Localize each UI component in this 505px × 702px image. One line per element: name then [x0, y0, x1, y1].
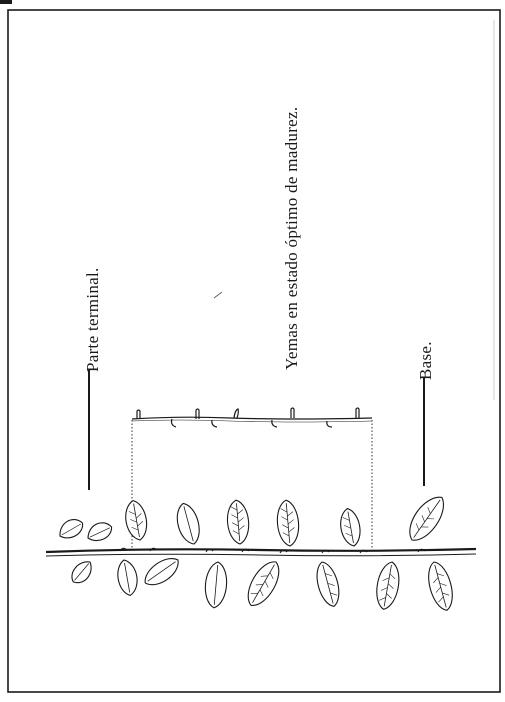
svg-text:Yemas en estado óptimo de madu: Yemas en estado óptimo de madurez. [282, 107, 301, 370]
leaf [313, 559, 344, 608]
leaf [241, 556, 285, 611]
leaves-upper [56, 491, 452, 548]
label-base: Base. [416, 341, 435, 380]
leaf [173, 501, 203, 547]
leader-lines [89, 370, 424, 490]
label-buds: Yemas en estado óptimo de madurez. [282, 107, 301, 370]
leaf [140, 553, 184, 591]
bud [356, 408, 359, 418]
stray-mark [214, 292, 222, 298]
leaf [204, 561, 229, 609]
bud [291, 408, 294, 418]
bud [212, 420, 217, 427]
bud [272, 420, 277, 427]
detached-branch-buds [132, 408, 372, 427]
leaf [84, 519, 115, 545]
leaf [226, 499, 251, 545]
leaf [115, 558, 140, 597]
bud [137, 410, 140, 419]
bud [234, 409, 238, 418]
leaf [402, 491, 451, 547]
leaf [56, 515, 87, 542]
leaf [338, 507, 363, 548]
leaf [373, 560, 402, 611]
label-terminal: Parte terminal. [83, 267, 102, 372]
main-shoot [46, 548, 476, 556]
leaves-lower [68, 553, 458, 613]
svg-text:Base.: Base. [416, 341, 435, 380]
bud-zone-bracket [132, 420, 372, 548]
svg-text:Parte terminal.: Parte terminal. [83, 267, 102, 372]
leaf [68, 557, 97, 587]
leaf [276, 499, 301, 547]
leaf [424, 559, 457, 613]
leaf [123, 499, 150, 542]
